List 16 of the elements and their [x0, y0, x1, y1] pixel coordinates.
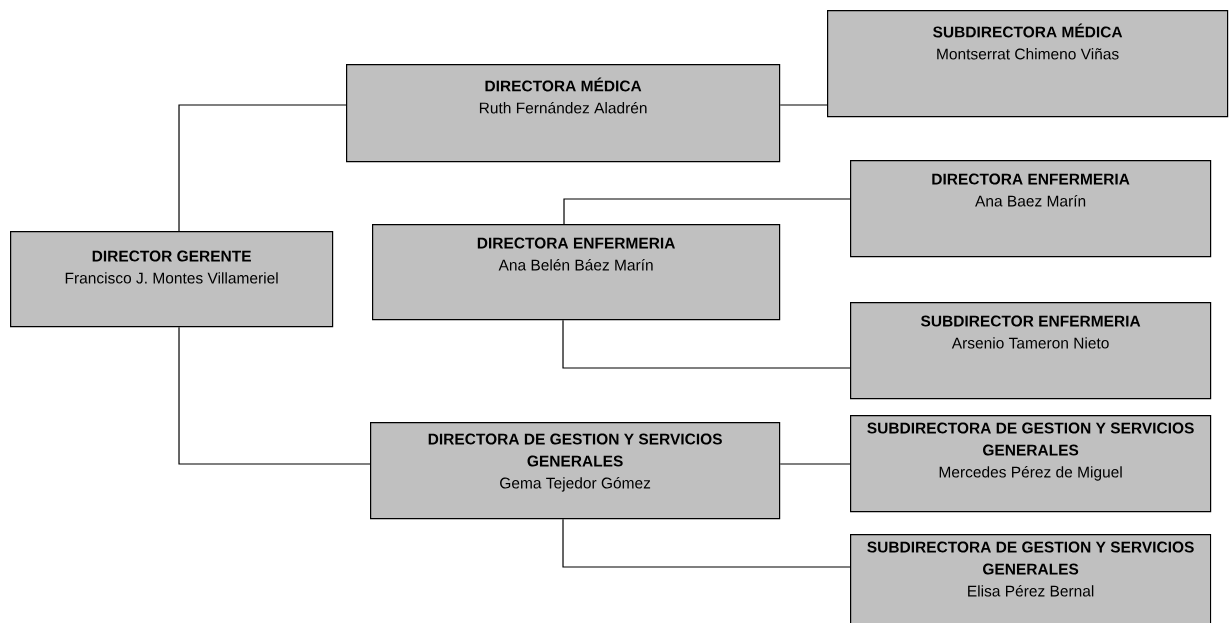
org-box: DIRECTORA MÉDICA Ruth Fernández Aladrén: [346, 64, 781, 163]
org-box: DIRECTORA DE GESTION Y SERVICIOS GENERALES Gema Tejedor Gómez: [370, 422, 781, 520]
connector: [563, 198, 851, 225]
connector: [562, 319, 851, 369]
org-box: DIRECTORA ENFERMERIA Ana Belén Báez Marín: [372, 224, 781, 321]
org-box: DIRECTORA ENFERMERIA Ana Baez Marín: [850, 160, 1212, 258]
connector: [178, 104, 347, 232]
connector: [779, 104, 828, 106]
org-box: SUBDIRECTORA DE GESTION Y SERVICIOS GENERALES Elisa Pérez Bernal: [850, 534, 1212, 623]
org-box: SUBDIRECTOR ENFERMERIA Arsenio Tameron Nieto: [850, 302, 1212, 400]
connector: [562, 518, 851, 568]
org-box: SUBDIRECTORA MÉDICA Montserrat Chimeno Viñas: [827, 10, 1229, 118]
org-box: DIRECTOR GERENTE Francisco J. Montes Villameriel: [10, 231, 334, 328]
org-box: SUBDIRECTORA DE GESTION Y SERVICIOS GENERALES Mercedes Pérez de Miguel: [850, 415, 1212, 513]
connector: [779, 463, 851, 465]
connector: [178, 326, 371, 465]
